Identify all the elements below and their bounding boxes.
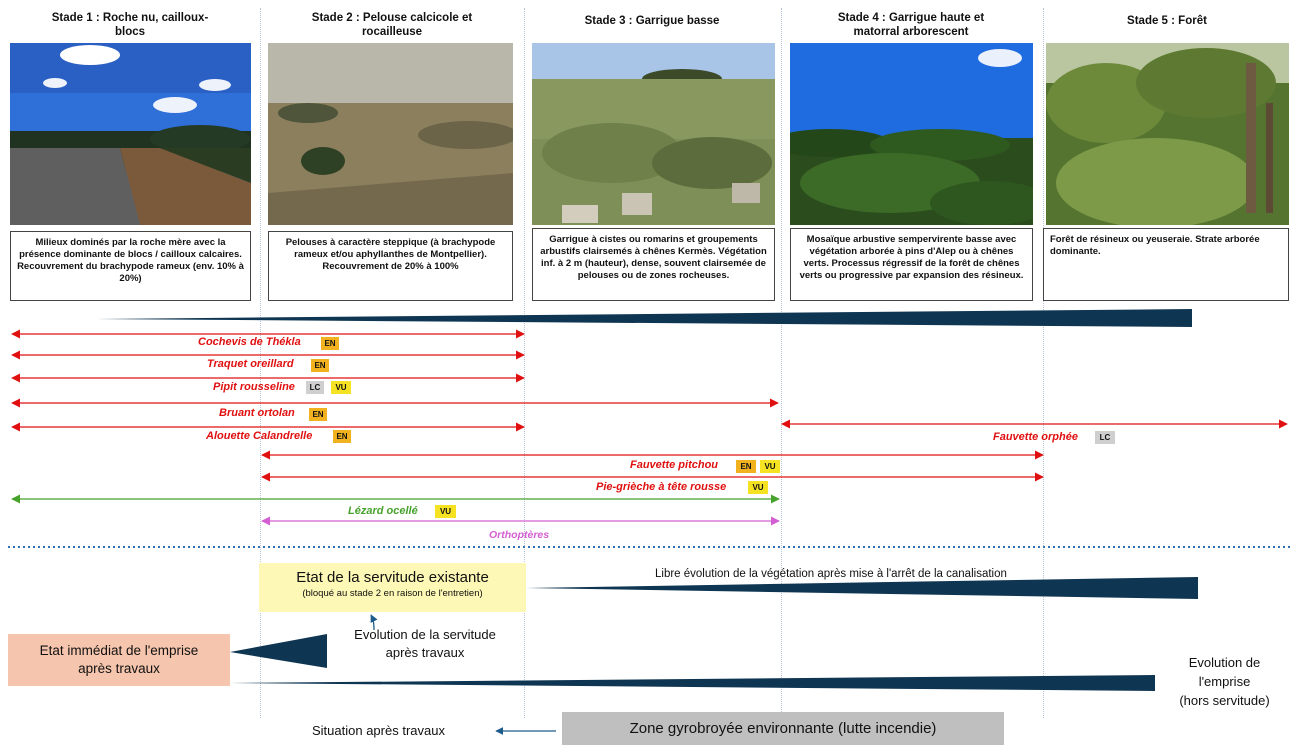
- libre-evolution-label: Libre évolution de la végétation après m…: [655, 568, 1007, 580]
- species-label: Fauvette pitchou: [630, 459, 719, 471]
- species-label: Cochevis de Thékla: [198, 336, 301, 348]
- evolution-emprise-label: Evolution de l'emprise (hors servitude): [1179, 655, 1270, 708]
- servitude-title: Etat de la servitude existante: [296, 569, 489, 586]
- emprise-wedge: [230, 675, 1155, 691]
- zone-gyrobroyee-box: Zone gyrobroyée environnante (lutte ince…: [562, 712, 1004, 745]
- species-label: Traquet oreillard: [207, 358, 294, 370]
- stage-1-description: Milieux dominés par la roche mère avec l…: [10, 231, 251, 301]
- stage-2-photo: [268, 43, 513, 225]
- status-badge: EN: [321, 337, 339, 350]
- situation-label: Situation après travaux: [312, 723, 445, 738]
- status-badge: EN: [333, 430, 351, 443]
- stage-1-photo: [10, 43, 251, 225]
- stage-separator: [1043, 8, 1044, 718]
- servitude-wedge: [526, 577, 1198, 599]
- stage-2-description: Pelouses à caractère steppique (à brachy…: [268, 231, 513, 301]
- servitude-existante-box: Etat de la servitude existante (bloqué a…: [259, 563, 526, 612]
- stage-5-description: Forêt de résineux ou yeuseraie. Strate a…: [1043, 228, 1289, 301]
- species-label: Lézard ocellé: [348, 505, 418, 517]
- stage-1-title: Stade 1 : Roche nu, cailloux- blocs: [51, 12, 209, 38]
- status-badge: LC: [306, 381, 324, 394]
- status-badge: VU: [748, 481, 768, 494]
- species-label: Pie-grièche à tête rousse: [596, 481, 727, 493]
- status-badge: VU: [331, 381, 351, 394]
- status-badge: EN: [311, 359, 329, 372]
- species-label: Orthoptères: [489, 529, 550, 541]
- etat-immediat-label: Etat immédiat de l'emprise après travaux: [39, 643, 199, 676]
- status-badge: EN: [309, 408, 327, 421]
- etat-immediat-wedge: [230, 634, 327, 668]
- status-badge: VU: [760, 460, 780, 473]
- status-badge: LC: [1095, 431, 1115, 444]
- stage-separator: [781, 8, 782, 718]
- stage-4-description: Mosaïque arbustive sempervirente basse a…: [790, 228, 1033, 301]
- stage-separator: [260, 8, 261, 718]
- stage-2-title: Stade 2 : Pelouse calcicole et rocailleu…: [311, 12, 473, 38]
- evolution-servitude-label: Evolution de la servitude après travaux: [354, 627, 496, 660]
- stage-separator: [524, 8, 525, 718]
- stage-4-photo: [790, 43, 1033, 225]
- servitude-subtitle: (bloqué au stade 2 en raison de l'entret…: [302, 588, 483, 599]
- stage-3-photo: [532, 43, 775, 225]
- stage-3-description: Garrigue à cistes ou romarins et groupem…: [532, 228, 775, 301]
- status-badge: VU: [435, 505, 456, 518]
- species-label: Pipit rousseline: [213, 381, 295, 393]
- species-label: Fauvette orphée: [993, 431, 1078, 443]
- species-label: Bruant ortolan: [219, 407, 295, 419]
- etat-immediat-box: Etat immédiat de l'emprise après travaux: [8, 634, 230, 686]
- stage-3-title: Stade 3 : Garrigue basse: [584, 15, 720, 27]
- stage-5-photo: [1046, 43, 1289, 225]
- stage-4-title: Stade 4 : Garrigue haute et matorral arb…: [837, 12, 985, 38]
- species-label: Alouette Calandrelle: [206, 430, 313, 442]
- status-badge: EN: [736, 460, 756, 473]
- stage-5-title: Stade 5 : Forêt: [1127, 15, 1207, 27]
